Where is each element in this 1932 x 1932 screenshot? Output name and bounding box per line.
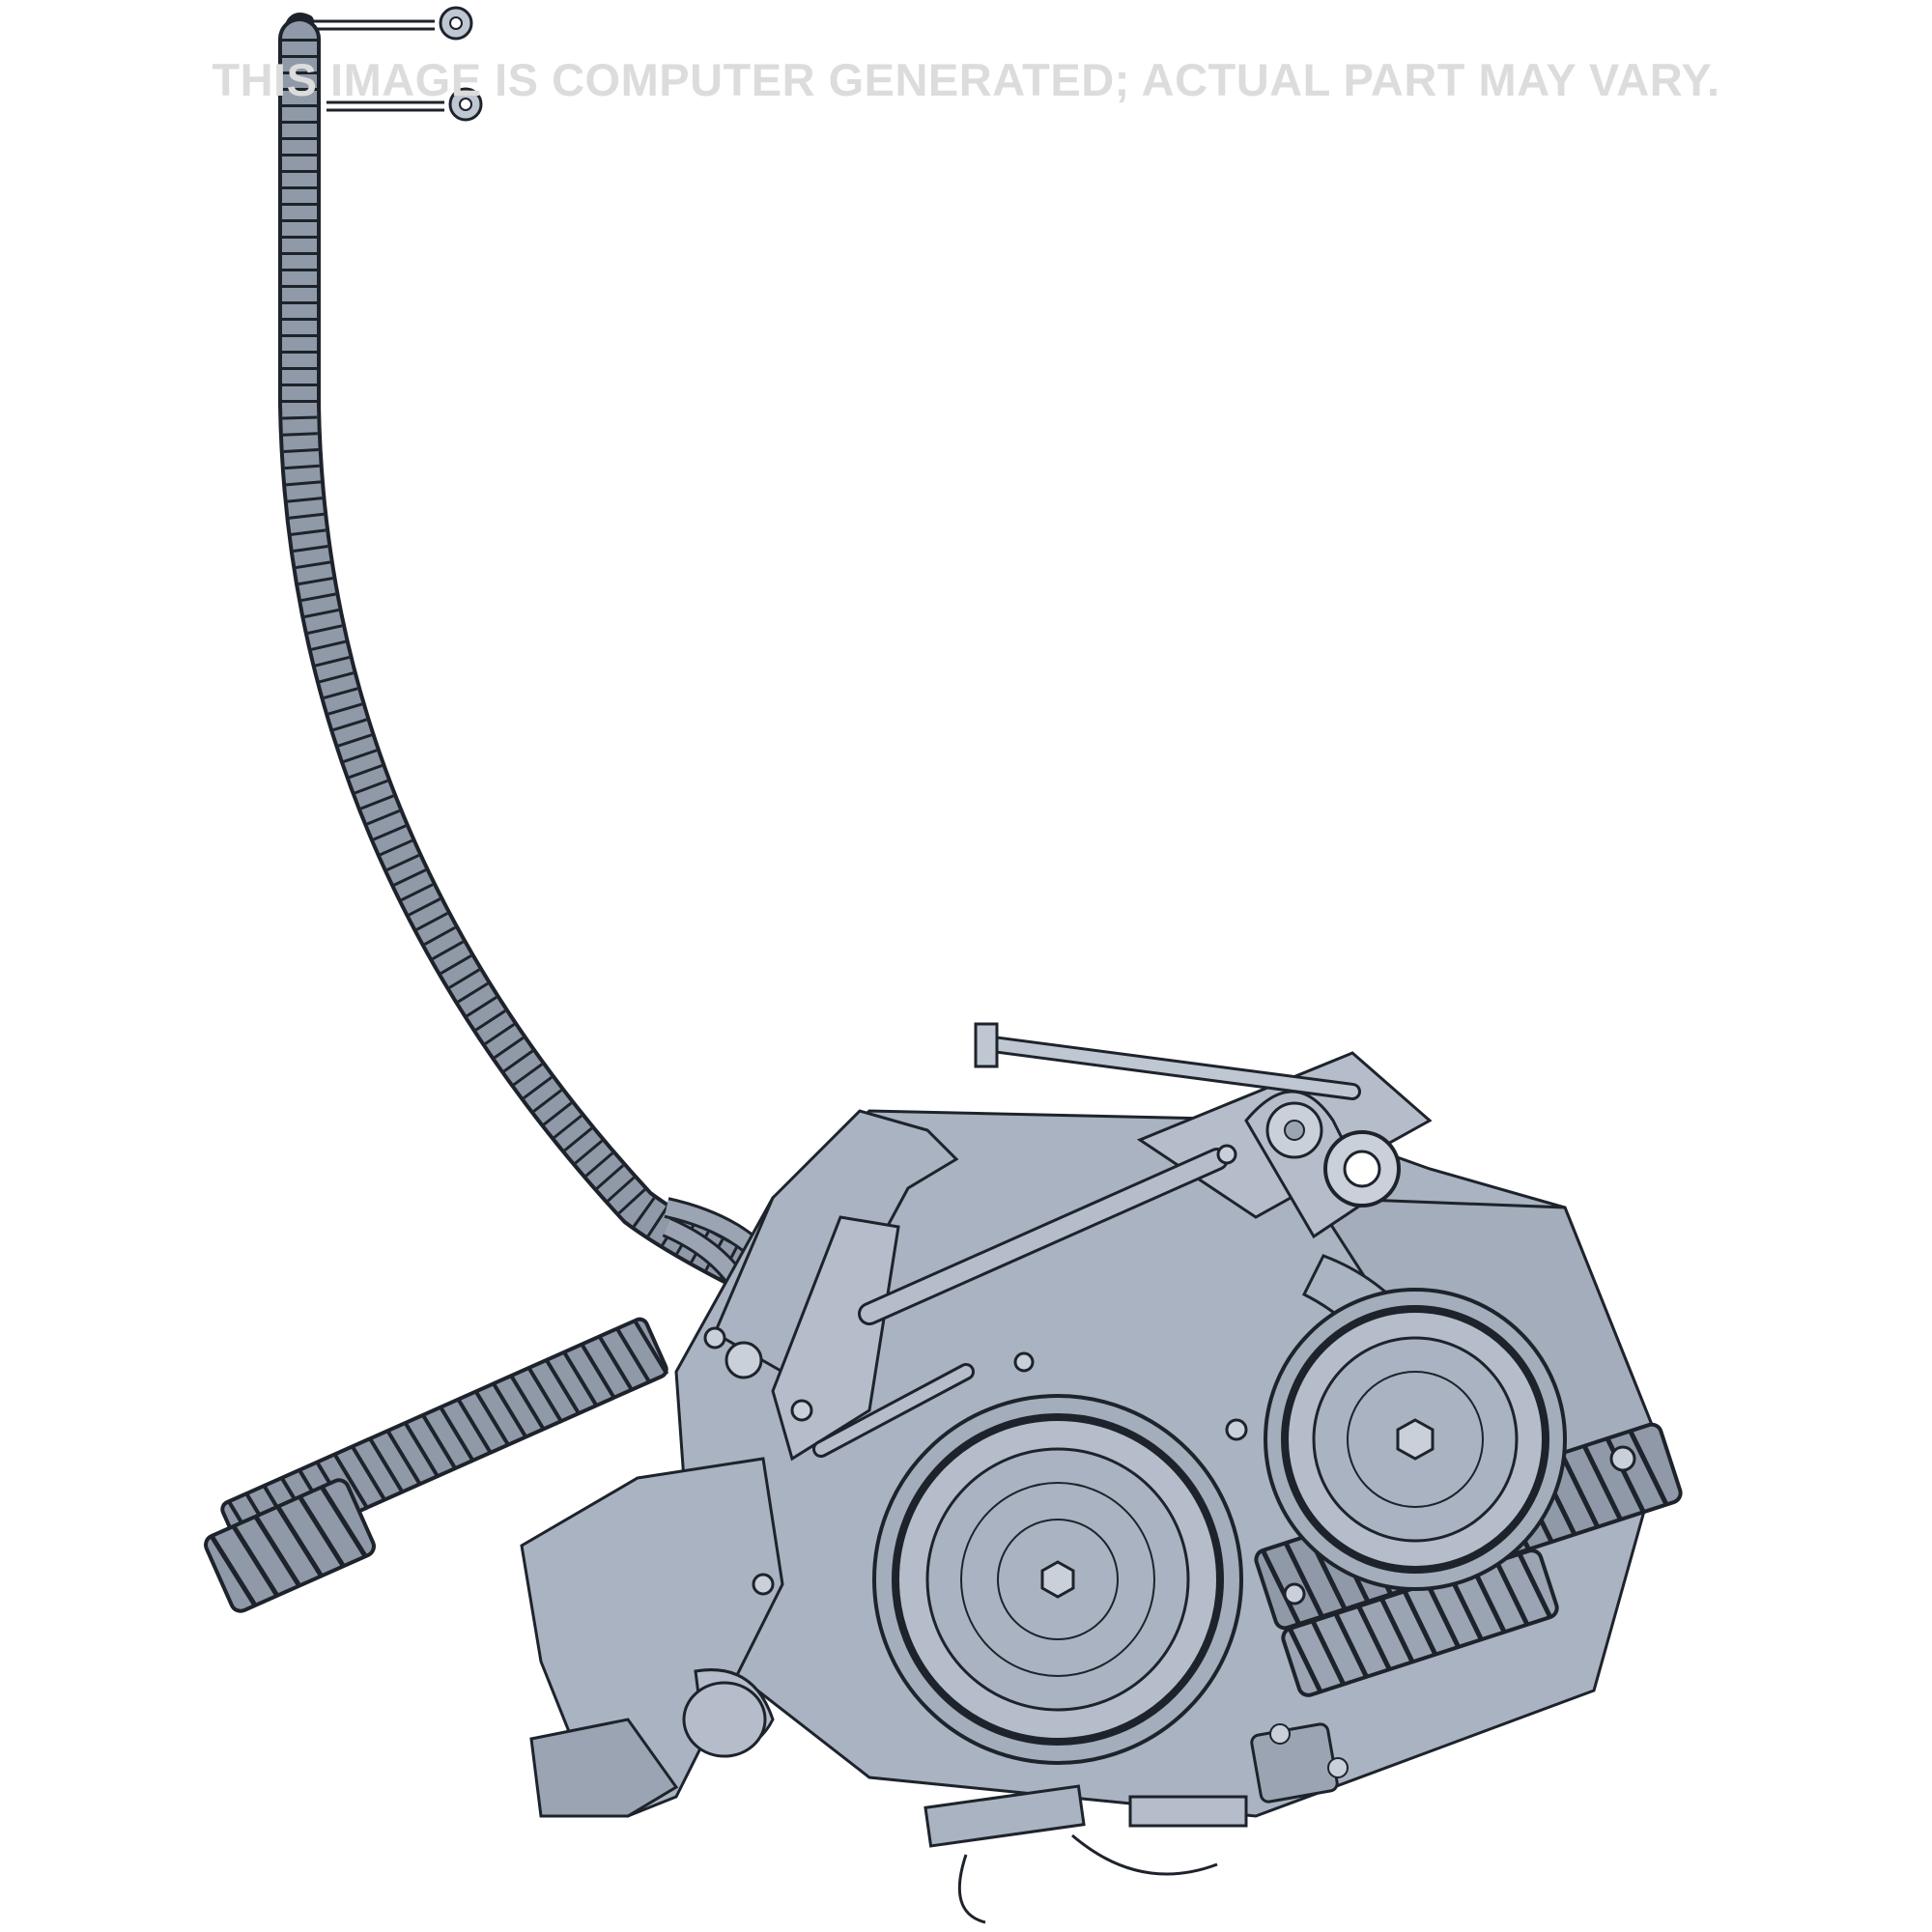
pulley-icon <box>872 1394 1243 1765</box>
pulley-icon <box>1264 1288 1567 1591</box>
wire-harness-icon <box>278 6 792 1318</box>
bracket-icon <box>520 1109 959 1818</box>
sensor-icon <box>923 1722 1349 1924</box>
linkage-rods <box>812 1148 1229 1458</box>
bolts <box>752 1144 1636 1605</box>
tension-rod <box>974 1022 1361 1100</box>
spring-icon <box>204 1317 669 1613</box>
ring-terminal-bottom <box>327 87 483 122</box>
